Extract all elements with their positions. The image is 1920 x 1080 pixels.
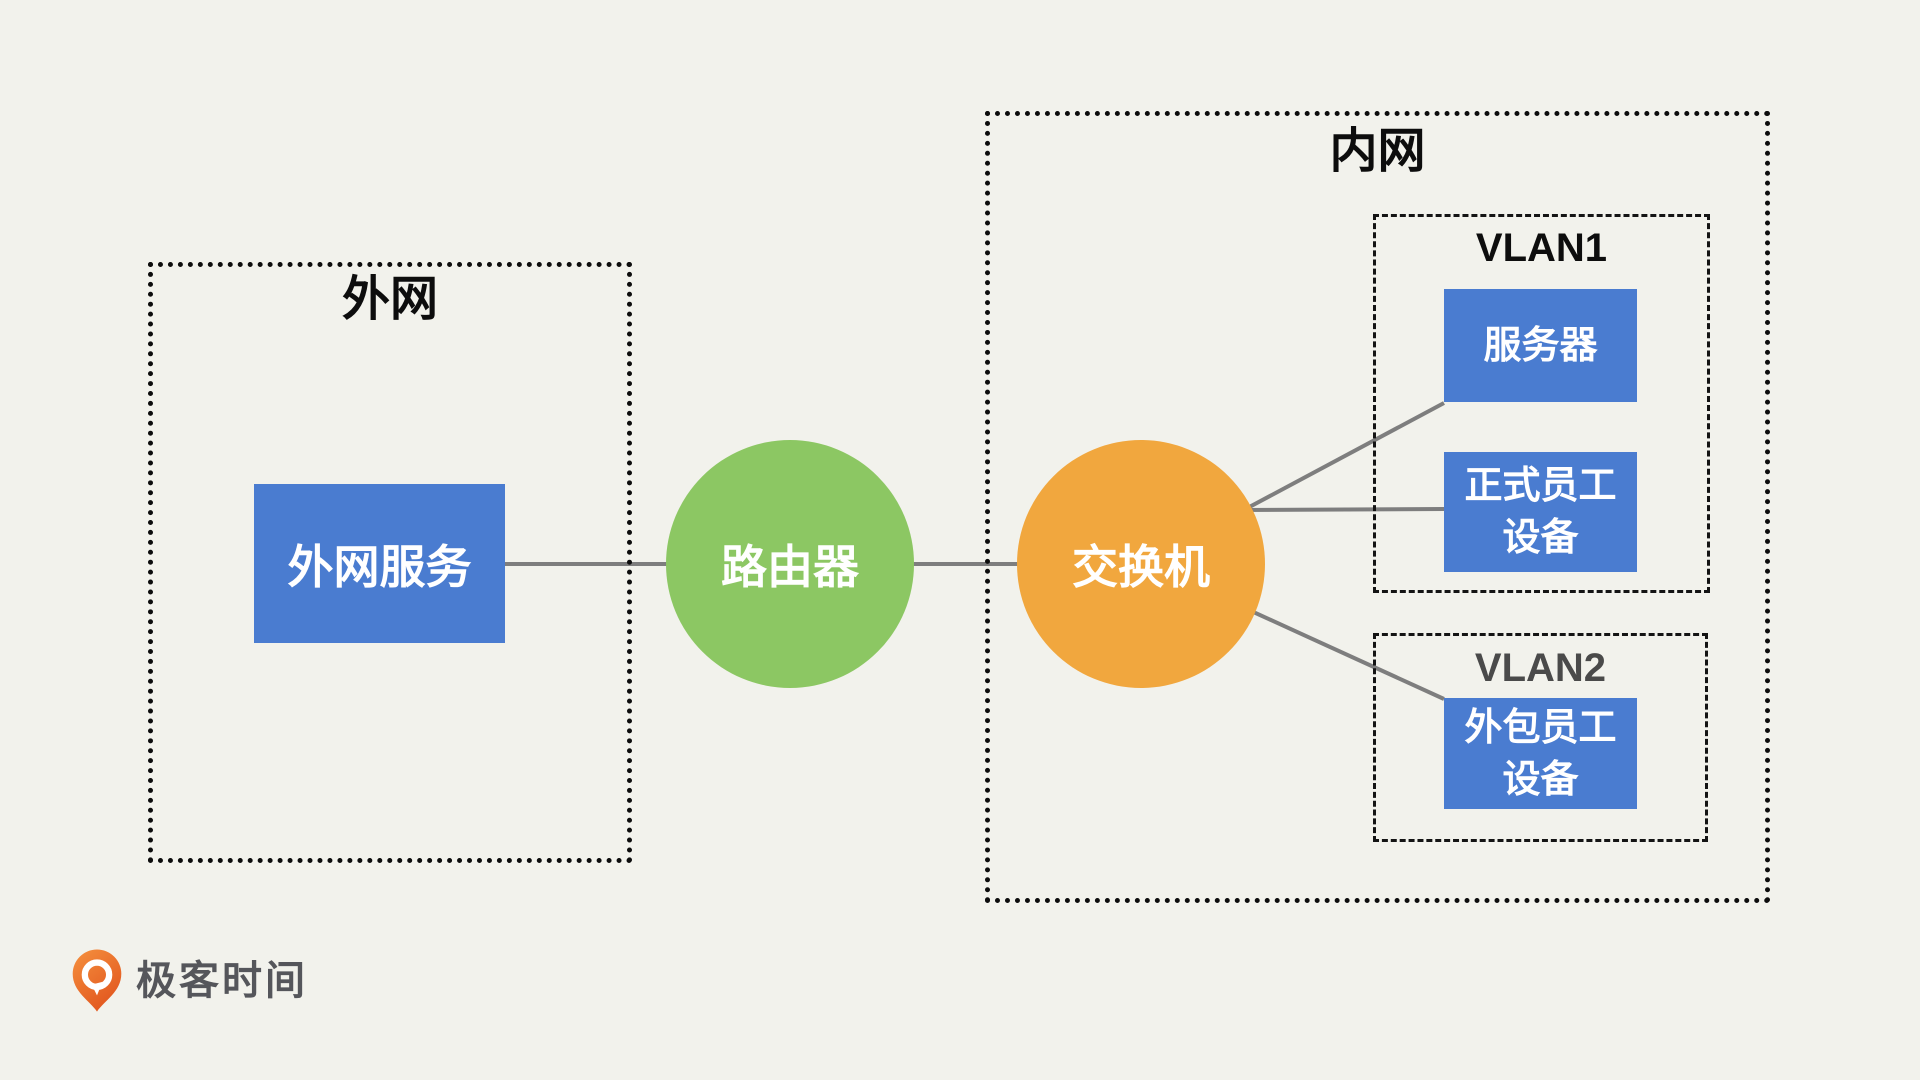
staff-device-node: 正式员工 设备 (1444, 452, 1637, 572)
geektime-logo: 极客时间 (70, 948, 308, 1014)
link-switch-to-staff-device (1239, 507, 1445, 512)
link-switch-to-server (1239, 401, 1445, 514)
vlan1-box (1373, 214, 1710, 593)
switch-node: 交换机 (1017, 440, 1265, 688)
vlan2-box (1373, 633, 1708, 842)
geektime-logo-icon (72, 949, 122, 1012)
staff-device-label: 正式员工 设备 (1464, 465, 1617, 559)
intranet-zone-box (985, 111, 1770, 903)
outsourced-device-label: 外包员工 设备 (1464, 706, 1617, 801)
server-node: 服务器 (1444, 289, 1637, 402)
link-switch-to-outsourced-device (1237, 603, 1445, 701)
extranet-zone-label: 外网 (341, 273, 438, 326)
geektime-logo-text: 极客时间 (136, 959, 308, 1003)
router-node: 路由器 (666, 440, 914, 688)
outsourced-device-node: 外包员工 设备 (1444, 698, 1637, 809)
vlan2-label: VLAN2 (1474, 646, 1607, 690)
intranet-zone-label: 内网 (1329, 125, 1426, 178)
extranet-service-node: 外网服务 (254, 484, 505, 643)
extranet-zone-box (148, 262, 632, 863)
vlan1-label: VLAN1 (1475, 226, 1608, 270)
